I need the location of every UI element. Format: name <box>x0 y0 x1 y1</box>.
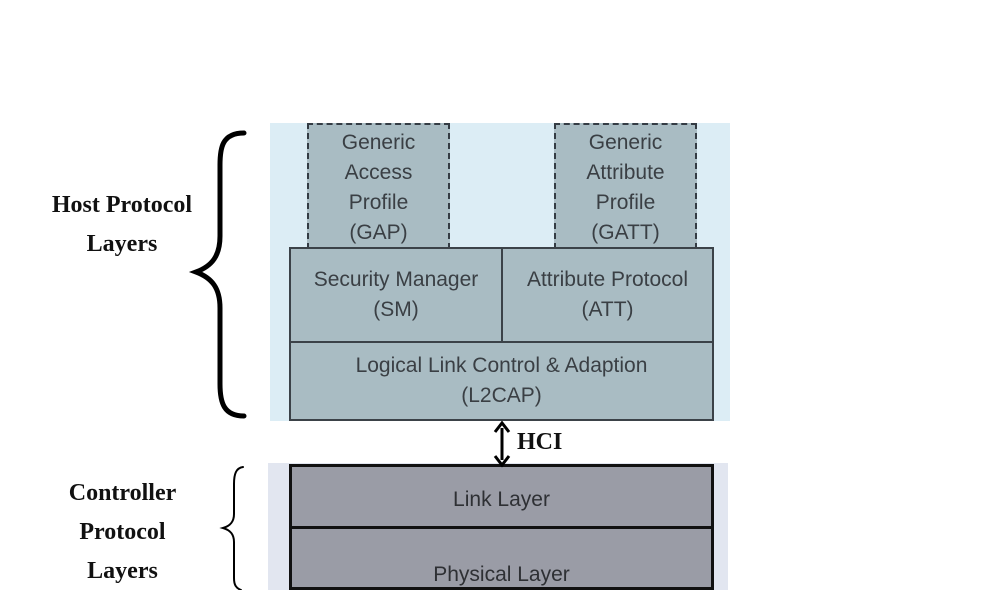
host-label-line-1: Host Protocol <box>51 192 193 218</box>
gap-profile-box: Generic Access Profile (GAP) <box>307 123 450 249</box>
gap-line-4: (GAP) <box>349 221 408 244</box>
sm-line-2: (SM) <box>373 298 419 321</box>
gatt-line-1: Generic <box>588 131 663 154</box>
physical-layer-box: Physical Layer <box>289 526 714 590</box>
link-layer-label: Link Layer <box>453 487 550 511</box>
hci-double-arrow-icon <box>493 420 511 468</box>
l2cap-line-1: Logical Link Control & Adaption <box>355 354 648 377</box>
gap-line-1: Generic <box>341 131 416 154</box>
host-protocol-layers-label: Host Protocol Layers <box>30 186 214 264</box>
physical-layer-label: Physical Layer <box>433 563 570 586</box>
gap-line-3: Profile <box>348 191 409 214</box>
sm-line-1: Security Manager <box>313 268 479 291</box>
gatt-profile-box: Generic Attribute Profile (GATT) <box>554 123 697 249</box>
gatt-line-2: Attribute <box>586 161 665 184</box>
att-line-1: Attribute Protocol <box>526 268 689 291</box>
security-manager-box: Security Manager (SM) <box>289 247 503 343</box>
hci-label: HCI <box>517 429 563 455</box>
host-brace-icon <box>188 130 247 419</box>
l2cap-line-2: (L2CAP) <box>461 384 542 407</box>
att-line-2: (ATT) <box>581 298 634 321</box>
gap-line-2: Access <box>344 161 413 184</box>
l2cap-box: Logical Link Control & Adaption (L2CAP) <box>289 341 714 421</box>
controller-label-line-2: Protocol <box>79 519 166 545</box>
controller-brace-icon <box>219 466 244 590</box>
gatt-line-3: Profile <box>595 191 656 214</box>
controller-protocol-layers-label: Controller Protocol Layers <box>40 474 205 591</box>
controller-label-line-1: Controller <box>68 480 177 506</box>
host-label-line-2: Layers <box>86 231 158 257</box>
controller-label-line-3: Layers <box>87 558 158 584</box>
gatt-line-4: (GATT) <box>591 221 660 244</box>
